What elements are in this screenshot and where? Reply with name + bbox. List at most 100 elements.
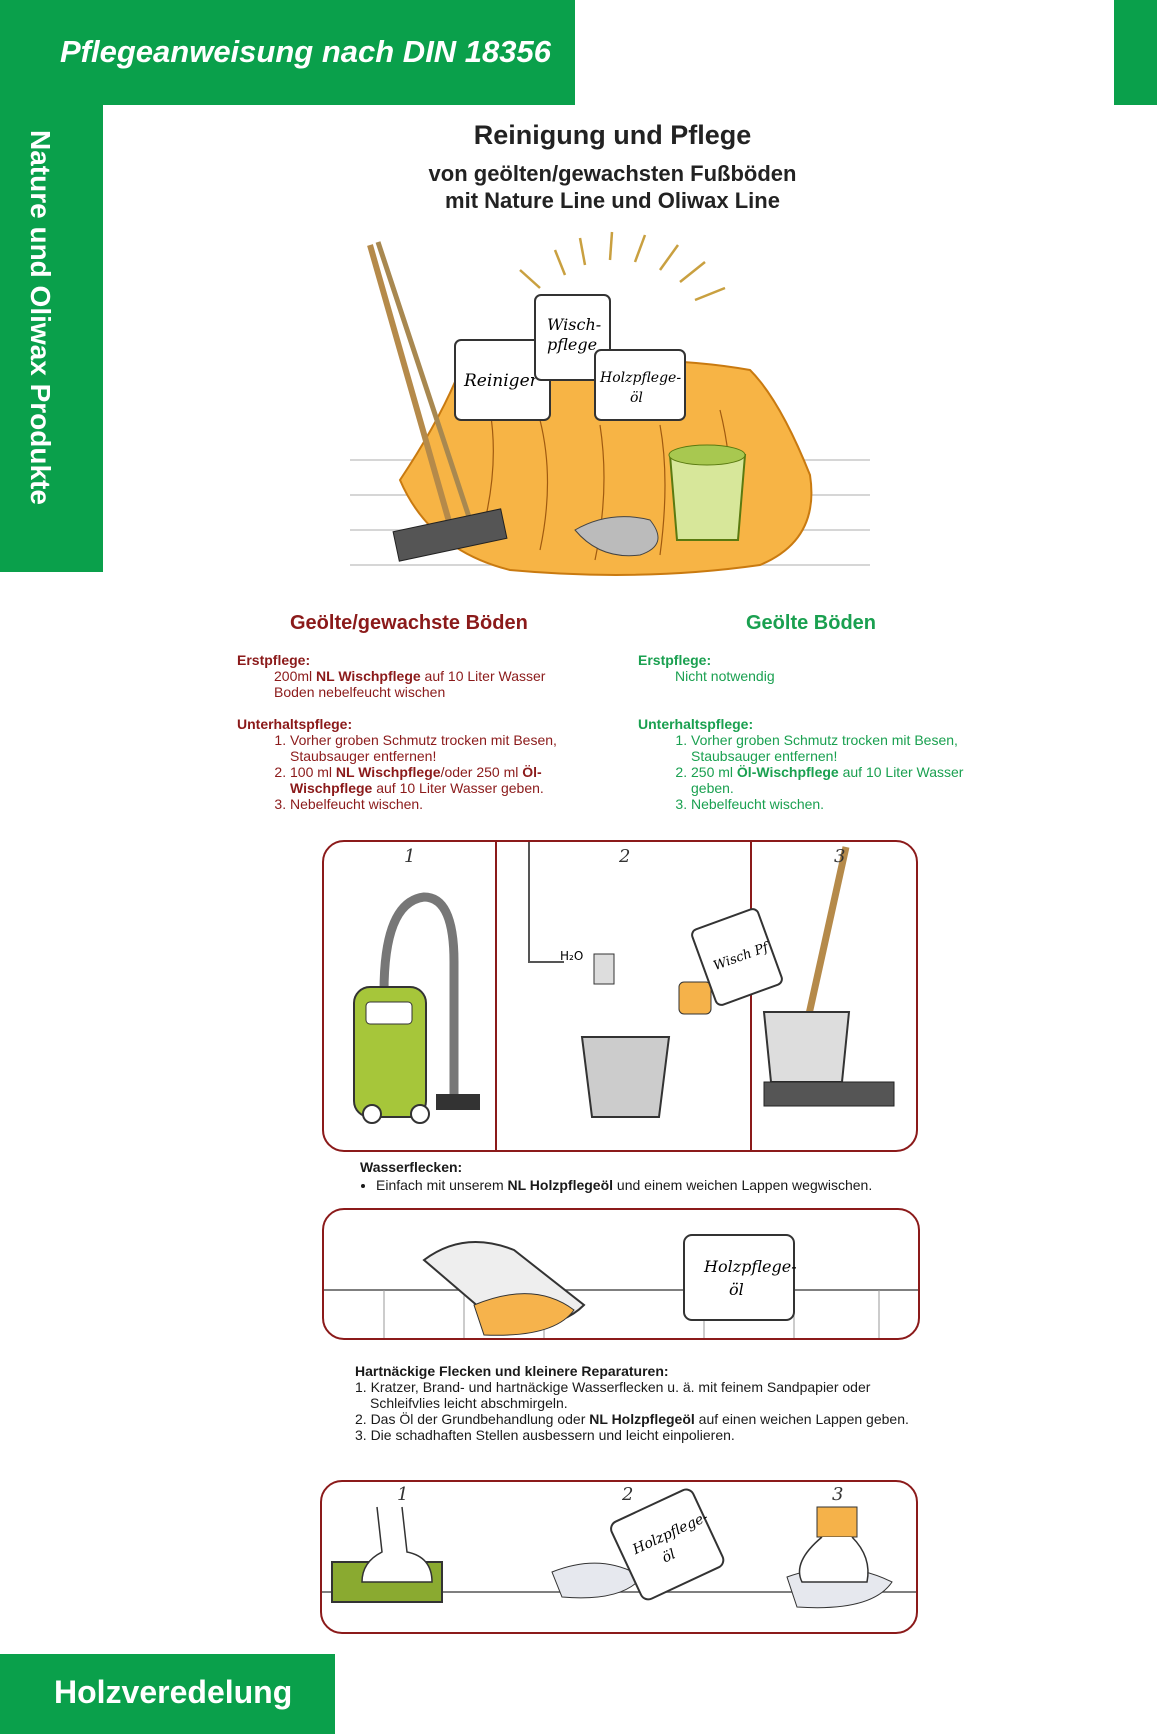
left-steps-list: Vorher groben Schmutz trocken mit Besen,… xyxy=(237,732,587,812)
footer-label: Holzveredelung xyxy=(54,1674,293,1710)
repairs-step-1b: Schleifvlies leicht abschmirgeln. xyxy=(370,1395,568,1411)
right-erstpflege-label: Erstpflege: xyxy=(638,652,712,668)
right-erstpflege-line1: Nicht notwendig xyxy=(675,668,775,684)
step-number-2: 2 xyxy=(619,846,631,867)
step-number-3: 3 xyxy=(834,846,846,867)
left-step-2: 100 ml NL Wischpflege/oder 250 ml Öl-Wis… xyxy=(290,764,587,796)
right-step-2: 250 ml Öl-Wischpflege auf 10 Liter Wasse… xyxy=(691,764,983,796)
cleaning-steps-panel: H₂O Wisch Pf 1 2 3 xyxy=(322,840,918,1152)
repair-steps-panel: Holzpflege- öl 1 2 3 xyxy=(320,1480,918,1634)
left-step-3: Nebelfeucht wischen. xyxy=(290,796,587,812)
water-stains-pre: Einfach mit unserem xyxy=(376,1177,508,1193)
panel2-can-label-1: Holzpflege- xyxy=(703,1257,797,1276)
hand-sanding xyxy=(361,1506,433,1583)
left-unterhalt-label: Unterhaltspflege: xyxy=(237,716,353,732)
left-erstpflege-line2: Boden nebelfeucht wischen xyxy=(274,684,446,700)
right-step2-bold: Öl-Wischpflege xyxy=(736,764,839,780)
repairs-step2-pre: 2. Das Öl der Grundbehandlung oder xyxy=(355,1411,590,1427)
water-stains-label: Wasserflecken: xyxy=(360,1159,463,1175)
left-column-heading: Geölte/gewachste Böden xyxy=(290,612,528,634)
sun-rays xyxy=(519,231,726,302)
left-column-text: Erstpflege: 200ml NL Wischpflege auf 10 … xyxy=(237,652,587,812)
vacuum-panel xyxy=(365,1001,413,1025)
page-title: Pflegeanweisung nach DIN 18356 xyxy=(60,34,552,69)
wischpflege-label-1: Wisch- xyxy=(547,315,601,334)
grey-rag xyxy=(574,516,659,557)
mop-bucket xyxy=(762,1011,851,1083)
left-step2-post: auf 10 Liter Wasser geben. xyxy=(372,780,544,796)
vacuum-wheel-1 xyxy=(362,1104,382,1124)
reiniger-label: Reiniger xyxy=(463,371,539,391)
right-column-heading: Geölte Böden xyxy=(746,612,877,634)
cleaning-steps-svg: H₂O Wisch Pf xyxy=(353,842,895,1150)
right-column-text: Erstpflege: Nicht notwendig Unterhaltspf… xyxy=(638,652,983,812)
water-stains-list: Einfach mit unserem NL Holzpflegeöl und … xyxy=(360,1177,920,1193)
repair-step-number-2: 2 xyxy=(622,1484,634,1505)
subheading-line1: von geölten/gewachsten Fußböden xyxy=(428,161,797,186)
wiping-svg: Holzpflege- öl xyxy=(324,1234,918,1338)
step-number-1: 1 xyxy=(404,846,416,867)
repairs-step2-bold: NL Holzpflegeöl xyxy=(589,1411,695,1427)
repairs-label: Hartnäckige Flecken und kleinere Reparat… xyxy=(355,1363,669,1379)
holzpflegeoel-label-1: Holzpflege- xyxy=(599,370,681,386)
holzpflegeoel-label-2: öl xyxy=(630,390,643,406)
wischpflege-can xyxy=(534,294,611,381)
sleeve-cuff xyxy=(816,1506,858,1538)
water-pipe xyxy=(528,842,564,963)
wiping-rag xyxy=(473,1293,575,1336)
holzpflegeoel-can xyxy=(594,349,686,421)
repairs-section: Hartnäckige Flecken und kleinere Reparat… xyxy=(355,1363,955,1443)
left-erst-post: auf 10 Liter Wasser xyxy=(420,668,546,684)
water-stains-post: und einem weichen Lappen wegwischen. xyxy=(613,1177,873,1193)
cleaning-products-illustration: Reiniger Wisch- pflege Holzpflege- öl xyxy=(340,220,880,590)
measuring-cup xyxy=(678,981,712,1015)
wiping-panel: Holzpflege- öl xyxy=(322,1208,920,1340)
footer-bar xyxy=(0,1654,335,1734)
repair-step-number-1: 1 xyxy=(397,1484,409,1505)
illustration-svg: Reiniger Wisch- pflege Holzpflege- öl xyxy=(350,231,870,576)
repair-steps-svg: Holzpflege- öl xyxy=(322,1488,916,1609)
left-step2-mid: /oder 250 ml xyxy=(440,764,523,780)
water-stains-item: Einfach mit unserem NL Holzpflegeöl und … xyxy=(376,1177,920,1193)
water-label: H₂O xyxy=(560,949,583,963)
vacuum-wheel-2 xyxy=(410,1104,430,1124)
subheading-line2: mit Nature Line und Oliwax Line xyxy=(445,188,780,213)
right-steps-list: Vorher groben Schmutz trocken mit Besen,… xyxy=(638,732,983,812)
header-bar xyxy=(0,0,575,105)
left-erst-pre: 200ml xyxy=(274,668,317,684)
broom-head xyxy=(392,508,508,562)
panel3-can-label-2: öl xyxy=(660,1546,678,1566)
repairs-step-2: 2. Das Öl der Grundbehandlung oder NL Ho… xyxy=(355,1411,955,1427)
left-step2-bold1: NL Wischpflege xyxy=(335,764,441,780)
water-stains-section: Wasserflecken: Einfach mit unserem NL Ho… xyxy=(360,1159,920,1193)
wischpflege-bottle xyxy=(691,908,783,1006)
repair-step-number-3: 3 xyxy=(832,1484,844,1505)
bucket-rim xyxy=(668,444,746,466)
vacuum-nozzle xyxy=(436,1094,480,1110)
right-step-3: Nebelfeucht wischen. xyxy=(691,796,983,812)
right-step-1: Vorher groben Schmutz trocken mit Besen,… xyxy=(691,732,983,764)
repairs-step2-post: auf einen weichen Lappen geben. xyxy=(694,1411,909,1427)
left-step-1: Vorher groben Schmutz trocken mit Besen,… xyxy=(290,732,587,764)
left-erstpflege-line1: 200ml NL Wischpflege auf 10 Liter Wasser xyxy=(237,668,587,684)
right-step2-pre: 250 ml xyxy=(691,764,737,780)
right-step2-post: auf 10 Liter Wasser geben. xyxy=(691,764,964,796)
panel3-can xyxy=(610,1488,725,1601)
vacuum-hose xyxy=(379,892,459,1102)
left-step2-bold2: Öl-Wischpflege xyxy=(290,764,542,796)
water-tap xyxy=(593,953,615,985)
panel2-can xyxy=(683,1234,795,1321)
main-heading: Reinigung und Pflege xyxy=(473,120,752,150)
left-erst-bold: NL Wischpflege xyxy=(316,668,421,684)
broom-handle xyxy=(367,244,453,526)
hand-polishing xyxy=(798,1536,869,1583)
mop-handle xyxy=(375,241,473,521)
panel2-can-label-2: öl xyxy=(729,1280,744,1299)
left-step2-pre: 100 ml xyxy=(290,764,336,780)
repairs-step-3: 3. Die schadhaften Stellen ausbessern un… xyxy=(355,1427,735,1443)
repairs-step-1a: 1. Kratzer, Brand- und hartnäckige Wasse… xyxy=(355,1379,871,1395)
bucket xyxy=(668,454,747,541)
sidebar-bar xyxy=(0,105,103,572)
mop-head xyxy=(763,1081,895,1107)
wischpflege-label-2: pflege xyxy=(547,335,597,354)
